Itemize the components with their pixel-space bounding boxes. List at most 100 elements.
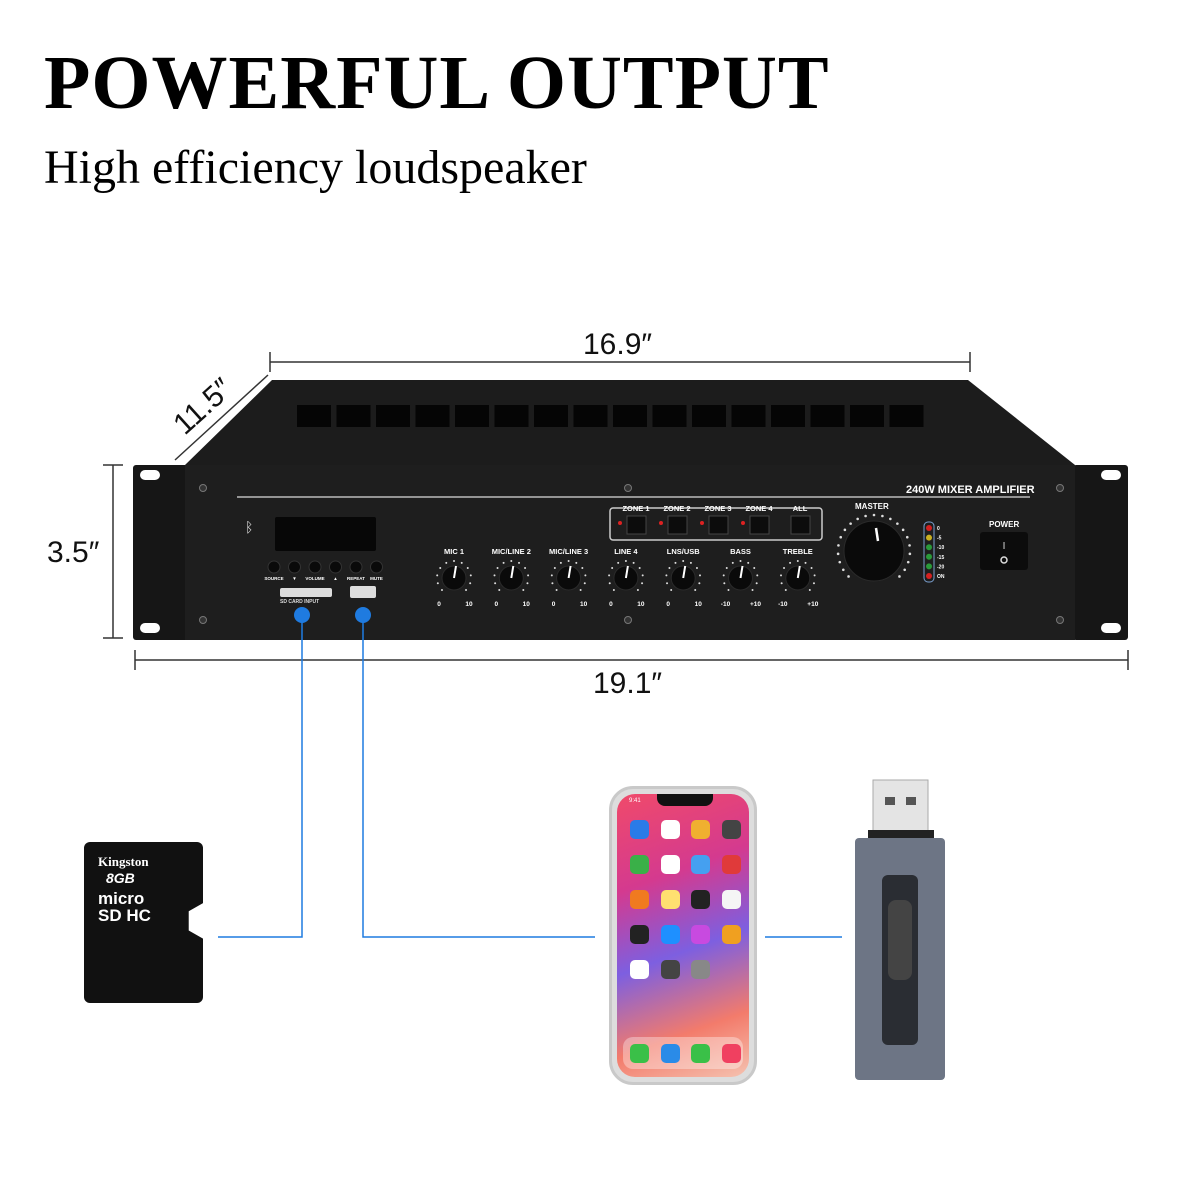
knob-label: LNS/USB [667,547,701,556]
app-icon[interactable] [630,960,649,979]
knob-label: MIC 1 [444,547,464,556]
dimension-height: 3.5″ [47,536,100,569]
app-icon[interactable] [691,820,710,839]
micro-sd-card: Kingston 8GB micro SD HC [84,842,203,1003]
master-knob[interactable] [843,520,905,582]
meter-label: ON [937,574,945,580]
media-button[interactable] [288,560,301,574]
app-icon[interactable] [660,890,680,909]
zone-button[interactable] [708,515,729,535]
zone-label: ALL [793,504,808,513]
usb-slider [888,900,912,980]
knob-min-label: -10 [721,601,731,608]
dock-app-icon[interactable] [721,1044,741,1063]
app-icon[interactable] [660,820,680,839]
app-icon[interactable] [630,890,649,909]
sd-brand: Kingston [98,854,149,869]
meter-label: -5 [937,536,942,542]
app-icon[interactable] [721,820,741,839]
app-icon[interactable] [721,855,741,874]
meter-label: 0 [937,526,940,532]
zone-button[interactable] [626,515,647,535]
knob-label: MIC/LINE 2 [492,547,531,556]
screw-icon [199,616,207,624]
sd-port-marker [294,607,310,623]
app-icon[interactable] [721,925,741,944]
app-icon[interactable] [630,855,649,874]
master-label: MASTER [855,502,889,511]
model-label: 240W MIXER AMPLIFIER [906,484,1035,496]
vent-slot [573,405,608,427]
page-title: POWERFUL OUTPUT [44,41,830,125]
media-button-label: ▲ [333,576,337,581]
app-icon[interactable] [691,960,710,979]
media-button[interactable] [308,560,322,574]
connector-lines [218,615,842,938]
vent-slot [613,405,647,427]
dock-app-icon[interactable] [630,1044,649,1063]
vent-slot [731,405,766,427]
rack-ear-left [133,465,188,640]
dock-app-icon[interactable] [660,1044,680,1063]
zone-button[interactable] [790,515,811,535]
app-icon[interactable] [691,925,710,944]
meter-led [926,573,932,579]
zone-led [618,521,622,525]
vent-slot [455,405,489,427]
meter-led [926,544,932,551]
knob-min-label: 0 [666,601,670,608]
media-button[interactable] [329,560,342,574]
vent-slot [889,405,924,427]
app-icon[interactable] [660,960,680,979]
knob-min-label: 0 [494,601,498,608]
rack-ear-right [1073,465,1128,640]
dimension-width-top: 16.9″ [583,328,653,361]
page-subtitle: High efficiency loudspeaker [44,141,587,194]
dock-app-icon[interactable] [691,1044,710,1063]
app-icon[interactable] [660,925,680,944]
zone-label: ZONE 1 [622,504,649,513]
app-icon[interactable] [630,925,649,944]
usb-port [350,586,376,598]
amplifier-front-panel [185,465,1075,640]
knob-max-label: 10 [465,601,473,608]
zone-led [741,521,745,525]
media-button[interactable] [267,560,281,574]
zone-led [700,521,704,525]
meter-label: -20 [937,564,944,570]
app-icon[interactable] [721,890,741,909]
usb-connector [872,779,929,836]
zone-led [659,521,663,525]
screw-icon [624,616,632,624]
meter-led [926,553,932,560]
meter-label: -15 [937,555,944,561]
knob-label: MIC/LINE 3 [549,547,588,556]
knob-min-label: -10 [778,601,788,608]
zone-box [609,507,823,541]
zone-button[interactable] [667,515,688,535]
knob-label: TREBLE [783,547,813,556]
knob-min-label: 0 [552,601,556,608]
media-button[interactable] [370,560,383,574]
sd-slot [280,588,332,597]
knob-max-label: 10 [523,601,531,608]
media-button[interactable] [349,560,363,574]
vent-slot [771,405,805,427]
app-icon[interactable] [660,855,680,874]
media-button-label: ▼ [292,576,296,581]
zone-button[interactable] [749,515,770,535]
knob-max-label: +10 [750,601,761,608]
media-button-label: MUTE [370,576,383,581]
svg-text:I: I [1003,541,1006,552]
zone-label: ZONE 3 [704,504,731,513]
app-icon[interactable] [691,890,710,909]
vent-slot [652,405,687,427]
smartphone: 9:41 [609,786,757,1085]
zone-label: ZONE 2 [663,504,690,513]
knob-label: LINE 4 [614,547,638,556]
app-icon[interactable] [691,855,710,874]
display [275,517,376,551]
app-icon[interactable] [630,820,649,839]
screw-icon [199,484,207,492]
